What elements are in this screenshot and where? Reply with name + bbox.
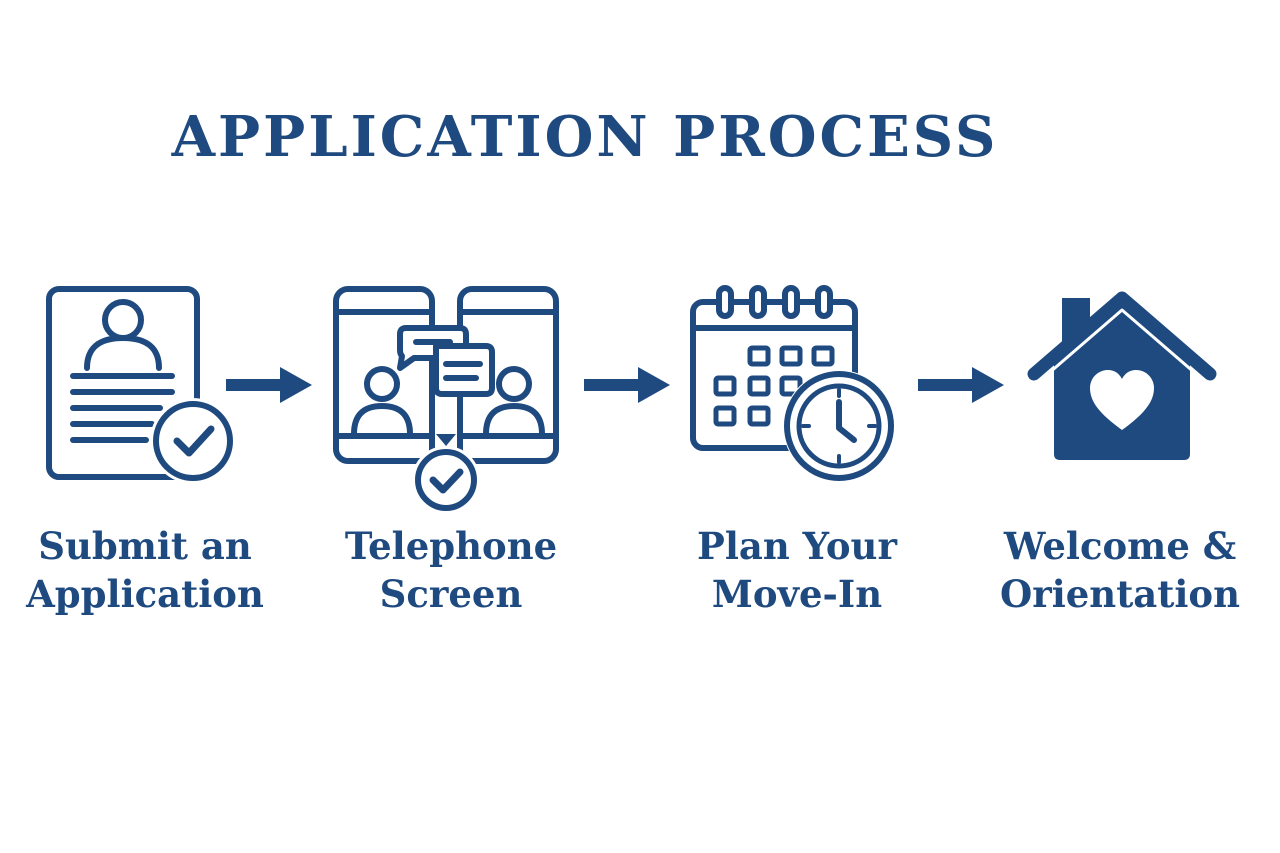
phone-video-call-check-icon xyxy=(333,286,559,514)
arrow-right-icon xyxy=(226,367,312,403)
step-label-welcome-orientation: Welcome & Orientation xyxy=(980,522,1260,618)
arrow-right-icon xyxy=(918,367,1004,403)
step-label-line: Orientation xyxy=(999,572,1240,616)
step-label-line: Application xyxy=(26,572,264,616)
step-label-plan-move-in: Plan Your Move-In xyxy=(657,522,937,618)
calendar-clock-icon xyxy=(690,285,895,482)
page-title: APPLICATION PROCESS xyxy=(171,104,999,170)
application-form-check-icon xyxy=(46,286,236,484)
arrow-right-icon xyxy=(584,367,670,403)
house-heart-icon xyxy=(1027,291,1217,460)
step-label-line: Plan Your xyxy=(697,524,897,568)
step-label-line: Welcome & xyxy=(1003,524,1237,568)
step-label-line: Submit an xyxy=(38,524,252,568)
step-label-line: Telephone xyxy=(344,524,558,568)
step-label-line: Move-In xyxy=(711,572,883,616)
step-label-telephone-screen: Telephone Screen xyxy=(311,522,591,618)
step-label-submit-application: Submit an Application xyxy=(5,522,285,618)
step-label-line: Screen xyxy=(379,572,523,616)
